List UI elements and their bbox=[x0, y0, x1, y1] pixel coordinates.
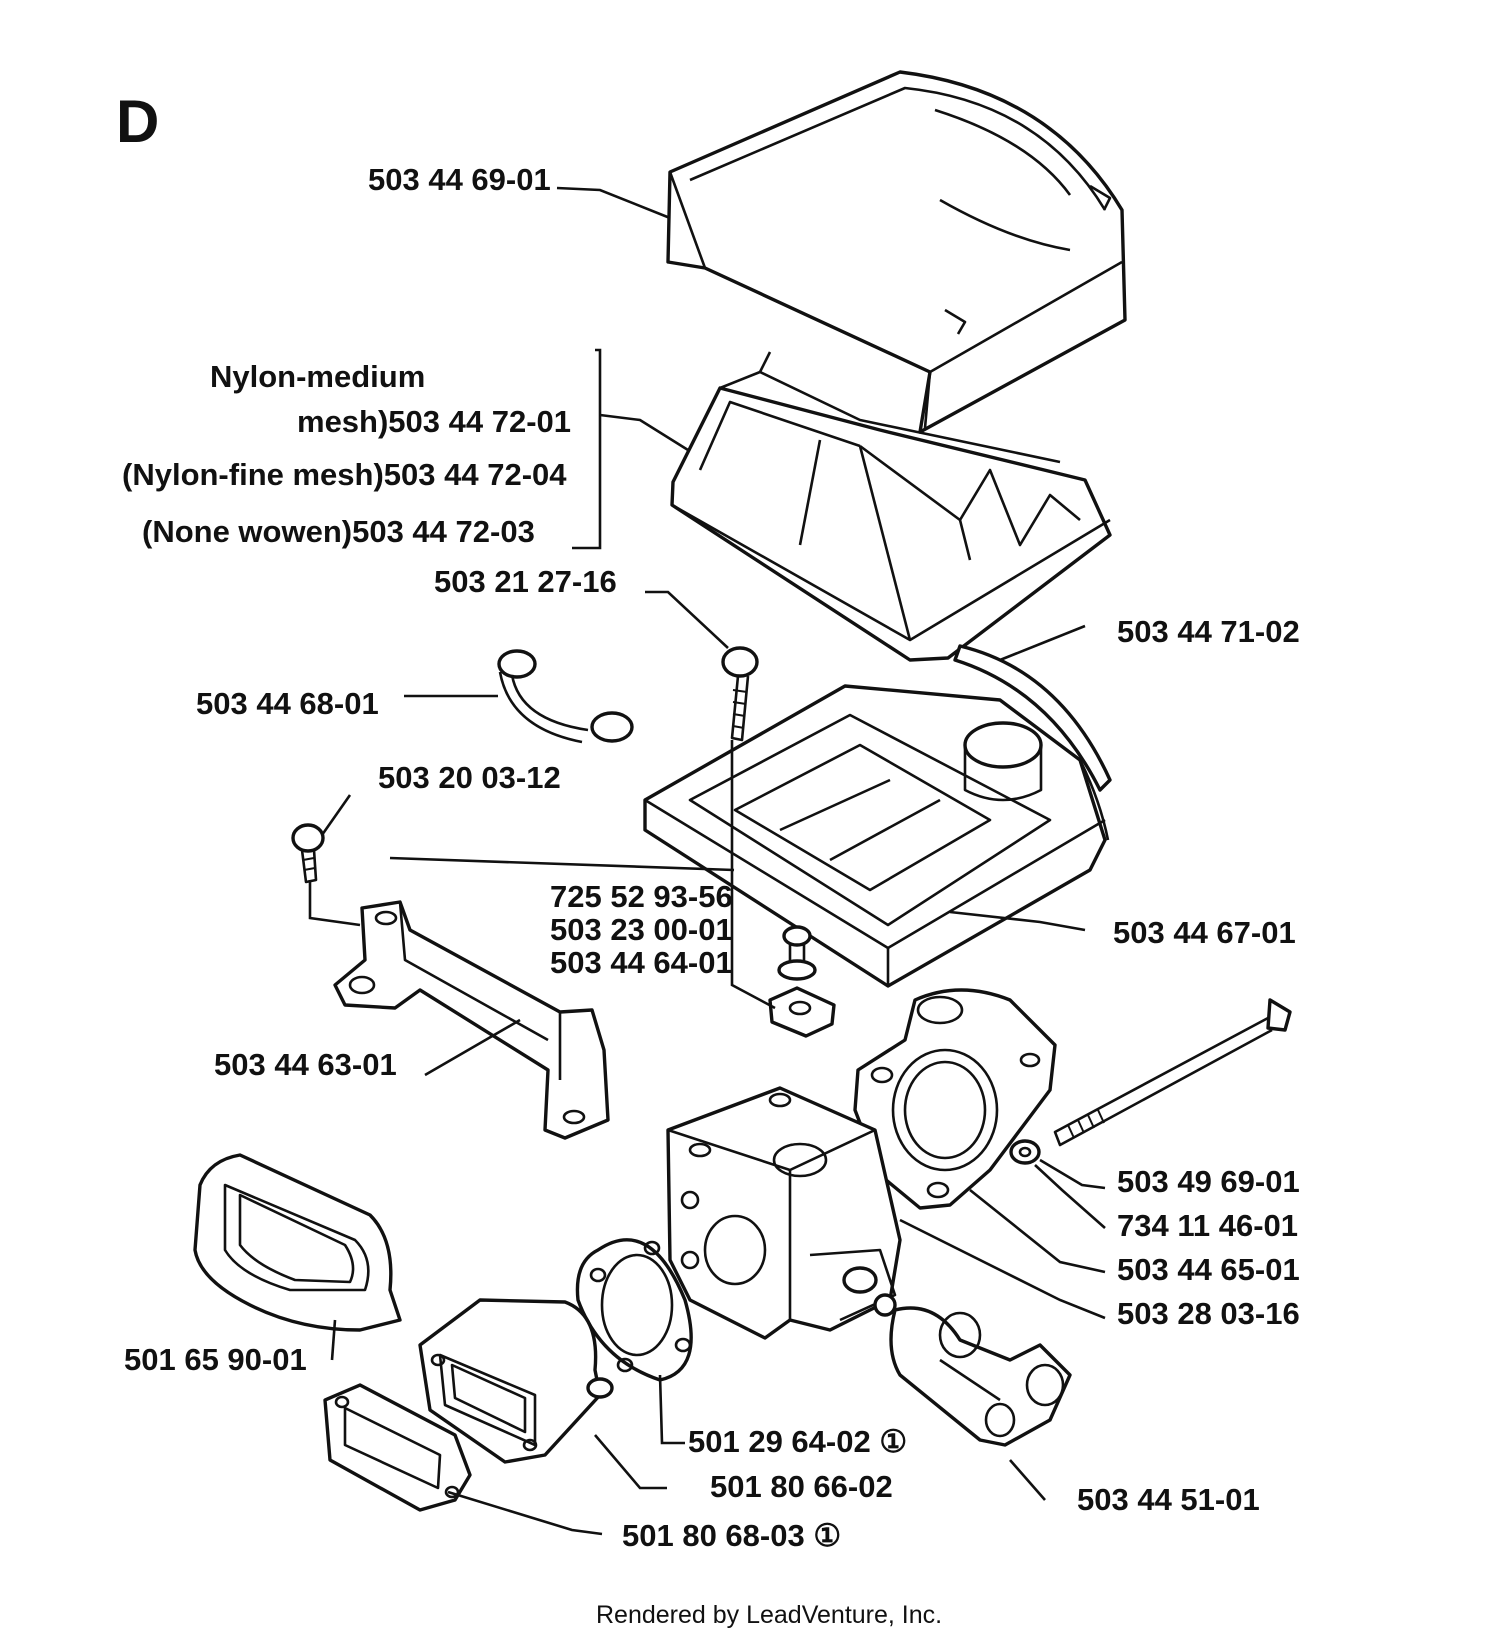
label-washer: 503 23 00-01 bbox=[550, 912, 733, 947]
leader-lines bbox=[308, 186, 1106, 1536]
bracket-drawing bbox=[333, 900, 610, 1140]
label-spring-clip: 503 44 68-01 bbox=[196, 686, 379, 721]
label-gasket-rect: 501 80 68-03 ① bbox=[622, 1518, 841, 1553]
label-cover: 503 44 69-01 bbox=[368, 162, 551, 197]
label-bracket: 503 44 63-01 bbox=[214, 1047, 397, 1082]
label-seal: 503 44 71-02 bbox=[1117, 614, 1300, 649]
label-filter-fine: (Nylon-fine mesh)503 44 72-04 bbox=[122, 457, 567, 492]
label-intake-boot: 501 65 90-01 bbox=[124, 1342, 307, 1377]
label-screw-left: 503 20 03-12 bbox=[378, 760, 561, 795]
air-filter-element-drawing bbox=[670, 351, 1112, 662]
screw-top-drawing bbox=[721, 646, 759, 742]
label-spacer: 503 44 64-01 bbox=[550, 945, 733, 980]
label-filter-title: Nylon-medium bbox=[210, 359, 425, 394]
label-carburetor: 503 28 03-16 bbox=[1117, 1296, 1300, 1331]
washer2-drawing bbox=[1009, 1139, 1041, 1165]
bolt-drawing bbox=[1053, 998, 1292, 1147]
label-intake-adapter: 503 44 65-01 bbox=[1117, 1252, 1300, 1287]
flange-drawing bbox=[418, 1298, 614, 1464]
intake-boot-drawing bbox=[193, 1153, 402, 1332]
gasket-round-drawing bbox=[575, 1238, 693, 1382]
label-filter-holder: 503 44 67-01 bbox=[1113, 915, 1296, 950]
label-screw-top: 503 21 27-16 bbox=[434, 564, 617, 599]
carburetor-drawing bbox=[666, 1086, 902, 1340]
label-washer2: 734 11 46-01 bbox=[1117, 1208, 1298, 1243]
screw-left-drawing bbox=[291, 823, 325, 884]
label-bolt: 503 49 69-01 bbox=[1117, 1164, 1300, 1199]
spacer-stack-drawing bbox=[768, 925, 836, 1038]
label-fuel-elbow: 503 44 51-01 bbox=[1077, 1482, 1260, 1517]
fuel-elbow-drawing bbox=[889, 1306, 1072, 1447]
label-filter-medium: mesh)503 44 72-01 bbox=[297, 404, 571, 439]
spring-clip-drawing bbox=[497, 649, 634, 744]
label-flange: 501 80 66-02 bbox=[710, 1469, 893, 1504]
label-gasket-round: 501 29 64-02 ① bbox=[688, 1424, 907, 1459]
air-filter-cover-drawing bbox=[666, 70, 1127, 434]
seal-drawing bbox=[953, 644, 1112, 792]
label-nut: 725 52 93-56 bbox=[550, 879, 733, 914]
gasket-rect-drawing bbox=[323, 1383, 472, 1512]
footer-credit: Rendered by LeadVenture, Inc. bbox=[596, 1601, 942, 1629]
label-filter-none: (None wowen)503 44 72-03 bbox=[142, 514, 535, 549]
section-letter: D bbox=[116, 88, 159, 155]
filter-holder-drawing bbox=[643, 684, 1110, 988]
